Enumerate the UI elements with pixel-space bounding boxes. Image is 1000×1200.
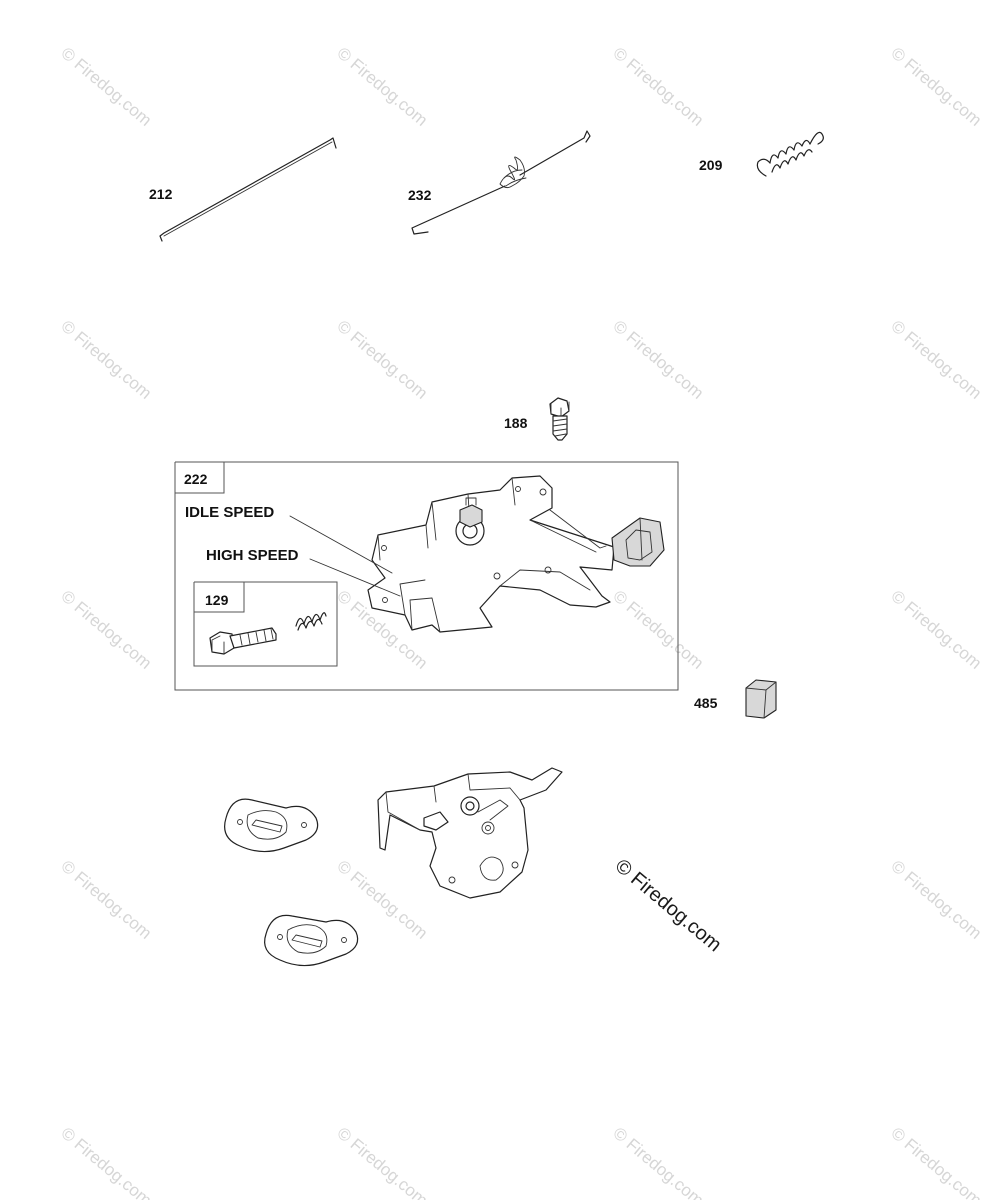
part-485-block[interactable]	[745, 679, 777, 719]
watermark-6: © Firedog.com	[333, 317, 431, 403]
watermark-12: © Firedog.com	[887, 587, 985, 673]
watermark-2: © Firedog.com	[333, 44, 431, 130]
part-222-frame	[174, 461, 679, 691]
watermark-main: © Firedog.com	[611, 855, 726, 956]
part-212-link[interactable]	[159, 137, 337, 242]
watermark-grid: © Firedog.com © Firedog.com © Firedog.co…	[57, 44, 985, 1200]
part-209-spring[interactable]	[756, 131, 824, 177]
part-129-spring[interactable]	[295, 612, 327, 631]
watermark-11: © Firedog.com	[609, 587, 707, 673]
watermark-5: © Firedog.com	[57, 317, 155, 403]
part-129-frame	[193, 581, 338, 667]
part-129-screw[interactable]	[209, 627, 277, 655]
part-188-bolt[interactable]	[549, 397, 570, 441]
watermark-16: © Firedog.com	[57, 1124, 155, 1200]
label-209: 209	[699, 157, 723, 173]
label-232: 232	[408, 187, 432, 203]
watermark-4: © Firedog.com	[887, 44, 985, 130]
leader-high-speed	[309, 558, 401, 597]
callout-high-speed: HIGH SPEED	[206, 547, 299, 564]
label-188: 188	[504, 415, 528, 431]
watermark-1: © Firedog.com	[57, 44, 155, 130]
gasket-upper[interactable]	[224, 798, 319, 853]
watermark-18: © Firedog.com	[609, 1124, 707, 1200]
bracket-plate-assembly[interactable]	[377, 767, 563, 899]
label-222: 222	[184, 471, 208, 487]
label-212: 212	[149, 186, 173, 202]
part-232-spring-link[interactable]	[411, 130, 591, 235]
watermark-19: © Firedog.com	[887, 1124, 985, 1200]
label-129: 129	[205, 592, 229, 608]
watermark-15: © Firedog.com	[887, 857, 985, 943]
watermark-7: © Firedog.com	[609, 317, 707, 403]
gasket-lower[interactable]	[264, 914, 359, 967]
watermark-3: © Firedog.com	[609, 44, 707, 130]
leader-idle-speed	[289, 515, 393, 574]
watermark-17: © Firedog.com	[333, 1124, 431, 1200]
watermark-13: © Firedog.com	[57, 857, 155, 943]
label-485: 485	[694, 695, 718, 711]
watermark-9: © Firedog.com	[57, 587, 155, 673]
callout-idle-speed: IDLE SPEED	[185, 504, 274, 521]
part-222-control-bracket[interactable]	[367, 475, 665, 633]
watermark-8: © Firedog.com	[887, 317, 985, 403]
